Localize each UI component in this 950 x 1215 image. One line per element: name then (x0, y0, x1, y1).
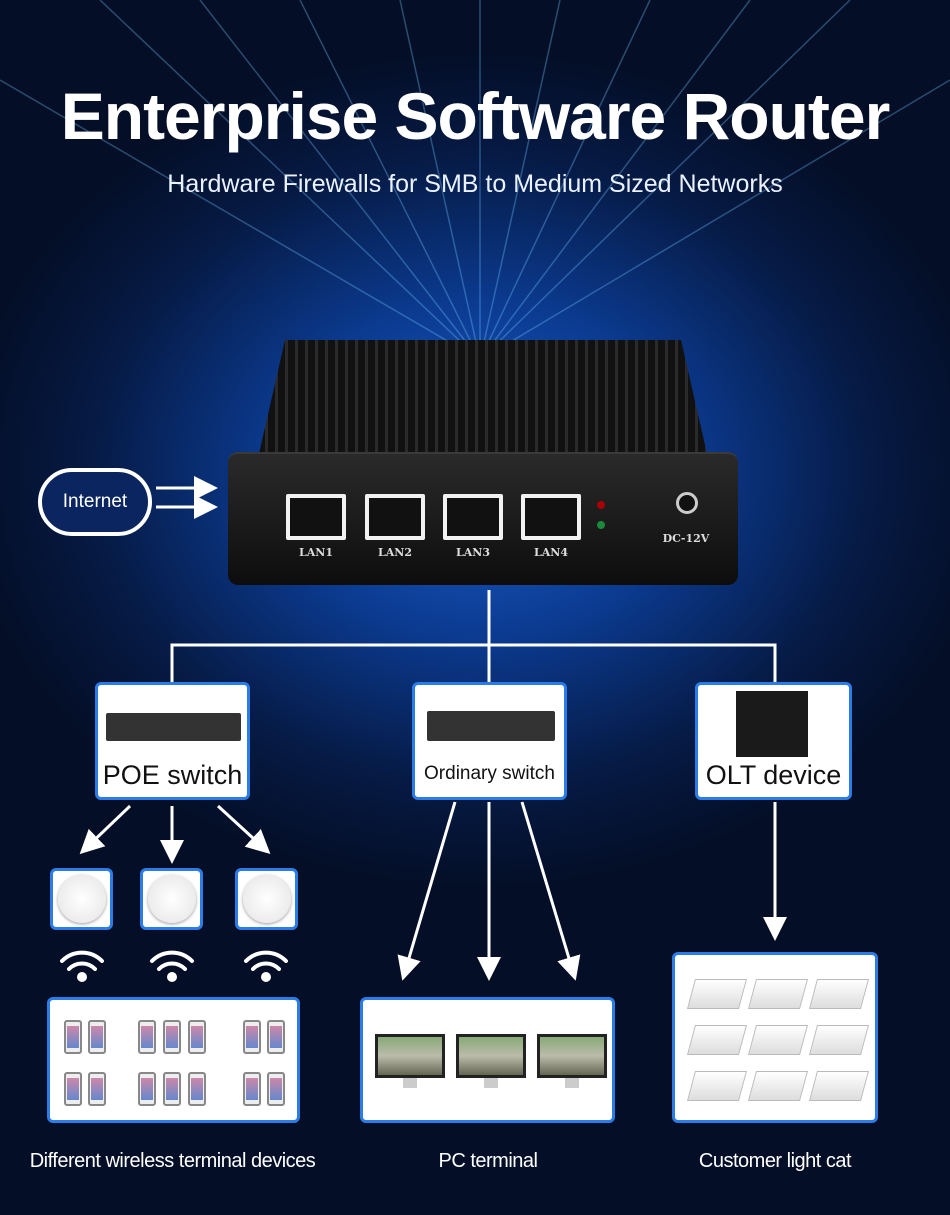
status-led (597, 521, 605, 529)
lan1-port (286, 494, 346, 540)
lan4-label: LAN4 (534, 546, 568, 559)
internet-cloud: Internet (38, 468, 152, 536)
wireless-devices-box (47, 997, 300, 1123)
poe-switch-label: POE switch (102, 760, 243, 790)
page-title: Enterprise Software Router (60, 79, 891, 153)
page-subtitle: Hardware Firewalls for SMB to Medium Siz… (167, 170, 783, 198)
wifi-icons (60, 950, 288, 982)
access-point-2 (140, 868, 203, 930)
lan2-port (365, 494, 425, 540)
router-front-panel: LAN1 LAN2 LAN3 LAN4 DC-12V (228, 452, 738, 585)
lan2-label: LAN2 (378, 546, 412, 559)
olt-device-node: OLT device (695, 682, 852, 800)
lan1-label: LAN1 (299, 546, 333, 559)
poe-switch-image (106, 713, 241, 741)
olt-device-label: OLT device (705, 760, 842, 790)
internet-label: Internet (62, 491, 128, 512)
dc-label: DC-12V (662, 532, 710, 545)
pc-caption: PC terminal (438, 1150, 538, 1172)
pc-terminals-box (360, 997, 615, 1123)
lan3-label: LAN3 (456, 546, 490, 559)
lan3-port (443, 494, 503, 540)
lan4-port (521, 494, 581, 540)
light-rays-background (0, 0, 950, 361)
olt-device-image (736, 691, 808, 757)
router-device: LAN1 LAN2 LAN3 LAN4 DC-12V (228, 340, 738, 585)
ordinary-switch-node: Ordinary switch (412, 682, 567, 800)
access-point-1 (50, 868, 113, 930)
router-heatsink (258, 340, 708, 458)
access-point-3 (235, 868, 298, 930)
power-led (597, 501, 605, 509)
wireless-caption: Different wireless terminal devices (29, 1150, 316, 1172)
light-cat-box (672, 952, 878, 1123)
light-cat-caption: Customer light cat (698, 1150, 852, 1172)
poe-switch-node: POE switch (95, 682, 250, 800)
ordinary-switch-label: Ordinary switch (424, 763, 555, 784)
dc-jack-icon (676, 492, 698, 514)
ordinary-switch-image (427, 711, 555, 741)
